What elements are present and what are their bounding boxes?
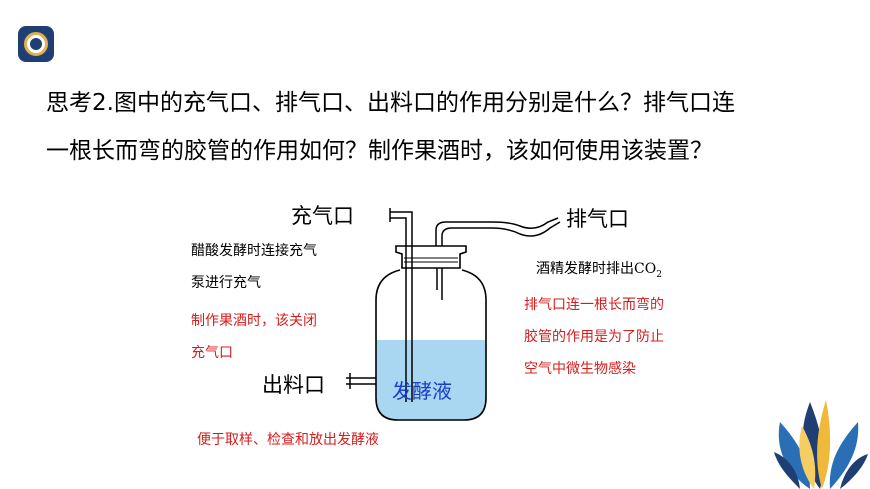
discharge-port <box>346 377 376 385</box>
liquid-label: 发酵液 <box>392 379 452 403</box>
inlet-tube <box>390 211 413 402</box>
inlet-note-line-2: 泵进行充气 <box>191 275 261 291</box>
tube-note-line-3: 空气中微生物感染 <box>524 361 636 377</box>
question-line-1: 思考2.图中的充气口、排气口、出料口的作用分别是什么？排气口连 <box>46 90 735 116</box>
bottle-body <box>375 269 487 421</box>
leaf-decoration-icon <box>774 400 868 489</box>
wine-note-line-1: 制作果酒时，该关闭 <box>191 313 317 329</box>
tube-note-line-2: 胶管的作用是为了防止 <box>524 329 664 345</box>
wine-note-line-2: 充气口 <box>191 345 233 361</box>
exhaust-tube <box>435 217 559 246</box>
inlet-label: 充气口 <box>291 204 354 228</box>
exhaust-label: 排气口 <box>566 207 629 231</box>
logo-icon <box>18 26 54 62</box>
fermentation-liquid <box>376 340 486 420</box>
question-line-2: 一根长而弯的胶管的作用如何？制作果酒时，该如何使用该装置？ <box>46 138 713 164</box>
tube-note-line-1: 排气口连一根长而弯的 <box>524 297 664 313</box>
co2-formula: CO2 <box>634 261 662 280</box>
discharge-label: 出料口 <box>262 373 325 397</box>
discharge-note: 便于取样、检查和放出发酵液 <box>197 432 379 448</box>
exhaust-note: 酒精发酵时排出CO2 <box>536 261 662 280</box>
inlet-note-line-1: 醋酸发酵时连接充气 <box>191 243 317 259</box>
